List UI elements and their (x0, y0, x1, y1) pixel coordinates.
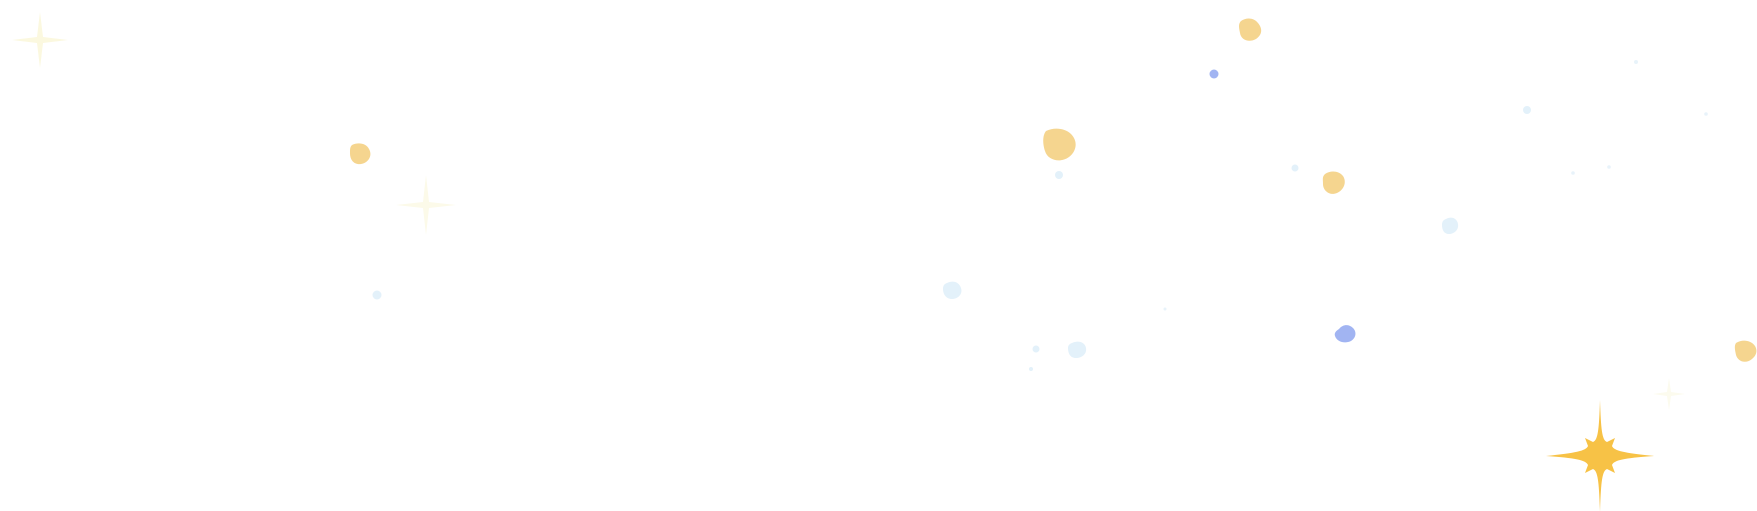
gold-dot (1322, 171, 1345, 194)
pale-blue-dot (1291, 164, 1299, 172)
gold-dot (1734, 340, 1757, 362)
pale-blue-dot (1634, 60, 1638, 64)
pale-blue-dot (1032, 345, 1040, 353)
blue-dot (1334, 325, 1356, 343)
faint-sparkle-icon (1653, 378, 1685, 410)
pale-blue-dot (1607, 165, 1611, 169)
pale-blue-dot (1523, 106, 1531, 114)
faint-sparkle-icon (12, 12, 68, 68)
gold-dot (1043, 128, 1076, 161)
pale-blue-dot (943, 281, 962, 299)
gold-dot (1239, 18, 1262, 41)
pale-blue-dot (1068, 341, 1087, 358)
pale-blue-dot (372, 290, 382, 300)
pale-blue-dot (1704, 112, 1708, 116)
gold-dot (350, 143, 371, 165)
pale-blue-dot (1029, 367, 1033, 371)
blue-dot (1209, 69, 1219, 79)
pale-blue-dot (1163, 307, 1167, 311)
pale-blue-dot (1442, 217, 1459, 234)
pale-blue-dot (1055, 171, 1063, 179)
pale-blue-dot (1571, 171, 1575, 175)
sparkle-star-icon (1546, 400, 1654, 511)
faint-sparkle-icon (396, 175, 456, 235)
